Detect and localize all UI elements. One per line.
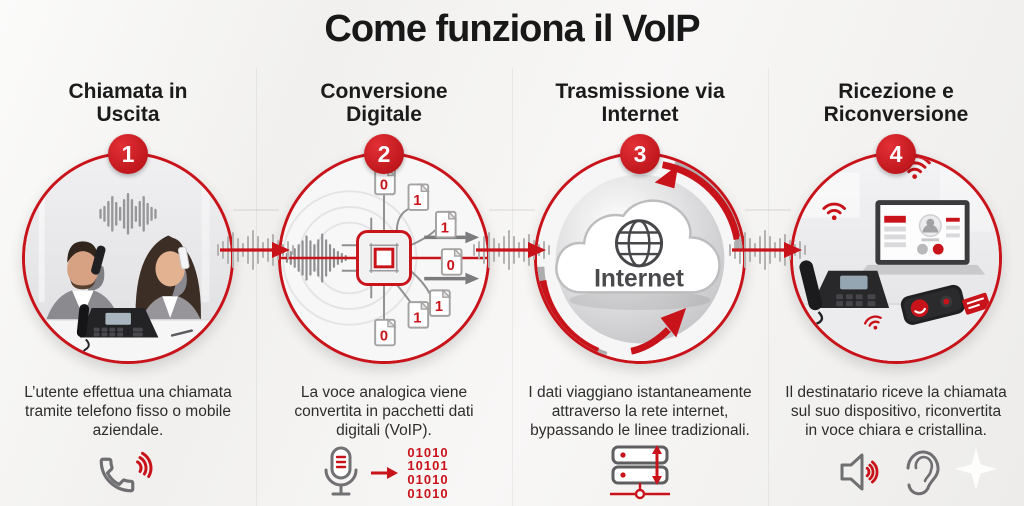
smartphone bbox=[900, 284, 966, 325]
microphone-icon bbox=[324, 446, 358, 496]
step-1-chiamata-in-uscita: Chiamata in Uscita 1 bbox=[0, 0, 256, 506]
desk-phone bbox=[799, 260, 890, 347]
step-description: L’utente effettua una chiamata tramite t… bbox=[24, 384, 232, 440]
step-title: Trasmissione via Internet bbox=[555, 80, 725, 127]
column-divider bbox=[768, 68, 769, 506]
step-title: Ricezione e Riconversione bbox=[823, 80, 969, 127]
digital-conversion-illustration: 0 1 1 0 1 0 1 bbox=[278, 152, 490, 364]
svg-text:1: 1 bbox=[435, 299, 443, 315]
pen bbox=[170, 329, 193, 337]
arrow-right-icon bbox=[371, 467, 399, 479]
audio-waveform bbox=[99, 193, 157, 235]
step-title: Conversione Digitale bbox=[320, 80, 448, 127]
step-number-badge: 1 bbox=[108, 134, 148, 174]
step-number-badge: 4 bbox=[876, 134, 916, 174]
arrow-right-icon bbox=[528, 242, 546, 258]
desk-phone bbox=[76, 304, 159, 360]
svg-text:0: 0 bbox=[447, 258, 455, 274]
internet-cloud-illustration: Internet bbox=[534, 152, 746, 364]
message-card-icon bbox=[962, 292, 991, 315]
internet-label: Internet bbox=[594, 265, 684, 292]
signal-waves-icon bbox=[136, 451, 153, 478]
edge-tick bbox=[745, 209, 791, 211]
edge-tick bbox=[233, 209, 279, 211]
waveform-arrow-connector bbox=[217, 230, 294, 270]
step-description: I dati viaggiano istantaneamente attrave… bbox=[528, 384, 752, 440]
speaker-ear-icon bbox=[840, 450, 940, 496]
internet-cloud: Internet bbox=[555, 199, 721, 310]
step-number-badge: 2 bbox=[364, 134, 404, 174]
receiving-devices-illustration bbox=[790, 152, 1002, 364]
step-number-badge: 3 bbox=[620, 134, 660, 174]
edge-tick bbox=[489, 209, 535, 211]
laptop bbox=[859, 200, 986, 275]
step-4-ricezione-e-riconversione: Ricezione e Riconversione 4 bbox=[768, 0, 1024, 506]
svg-text:0: 0 bbox=[380, 328, 388, 344]
step-description: La voce analogica viene convertita in pa… bbox=[294, 384, 474, 440]
binary-code-text: 01010 10101 01010 01010 bbox=[407, 444, 449, 501]
waveform-arrow-connector bbox=[473, 230, 550, 270]
page-title: Come funziona il VoIP bbox=[324, 8, 700, 50]
step-title: Chiamata in Uscita bbox=[68, 80, 188, 127]
svg-text:0: 0 bbox=[380, 177, 388, 193]
step-description: Il destinatario riceve la chiamata sul s… bbox=[785, 384, 1007, 440]
arrow-right-icon bbox=[784, 242, 802, 258]
data-packet-documents: 0 1 1 0 1 0 1 bbox=[374, 167, 464, 347]
svg-text:1: 1 bbox=[413, 193, 421, 209]
arrow-up-icon bbox=[654, 164, 679, 189]
column-divider bbox=[512, 68, 513, 506]
outgoing-call-illustration bbox=[22, 152, 234, 364]
arrow-right-icon bbox=[272, 242, 290, 258]
waveform-arrow-connector bbox=[729, 230, 806, 270]
speaker-icon bbox=[840, 453, 879, 491]
server-network-icon bbox=[610, 445, 670, 500]
globe-icon bbox=[614, 219, 664, 268]
step-3-trasmissione-via-internet: Trasmissione via Internet 3 bbox=[512, 0, 768, 506]
phone-handset-icon bbox=[99, 451, 153, 493]
processor-chip-icon bbox=[356, 230, 412, 286]
svg-text:1: 1 bbox=[413, 311, 421, 327]
ear-icon bbox=[906, 450, 940, 496]
column-divider bbox=[256, 68, 257, 506]
arrow-tail bbox=[630, 327, 671, 355]
arrow-up-icon bbox=[660, 308, 687, 338]
svg-text:1: 1 bbox=[441, 220, 449, 236]
